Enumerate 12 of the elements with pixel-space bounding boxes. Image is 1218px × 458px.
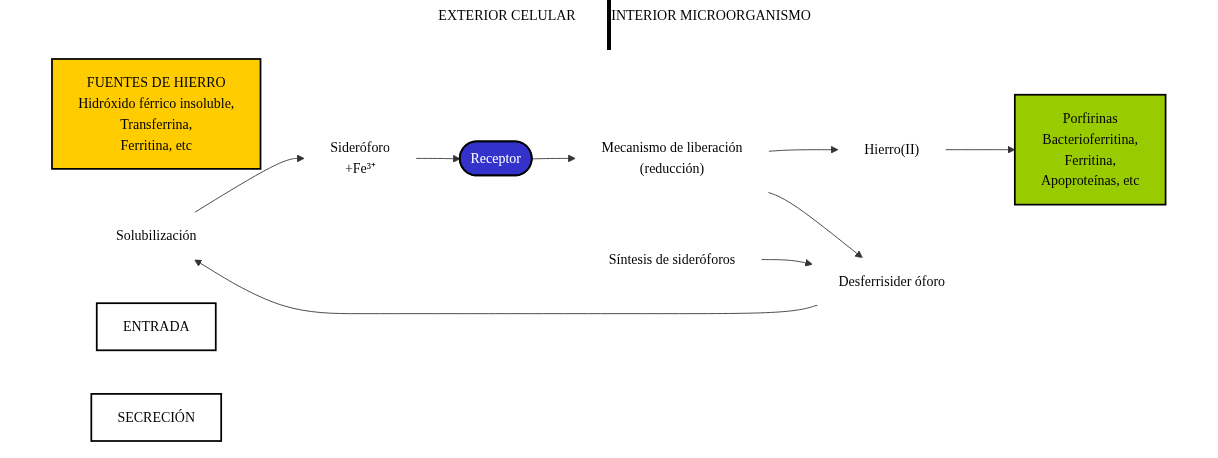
node-text: Hierro(II)	[864, 141, 920, 157]
node-box: FUENTES DE HIERRO Hidróxido férrico insoluble, Transferrina, Ferritina, etc	[51, 58, 262, 170]
node-box: Porfirinas Bacterioferritina, Ferritina, Apoproteínas, etc	[1014, 93, 1167, 206]
node-box: SECRECIÓN	[90, 393, 223, 442]
node-text: Sideróforo +Fe³⁺	[330, 140, 391, 176]
node-text: Mecanismo de liberación (reducción)	[601, 140, 743, 176]
node-text: Desferrisider óforo	[838, 273, 946, 289]
region-label: EXTERIOR CELULAR	[437, 7, 577, 25]
node-text: Síntesis de sideróforos	[609, 251, 736, 267]
node-box: ENTRADA	[96, 302, 217, 352]
node-text: Solubilización	[116, 228, 197, 244]
region-label: INTERIOR MICROORGANISMO	[611, 7, 811, 25]
